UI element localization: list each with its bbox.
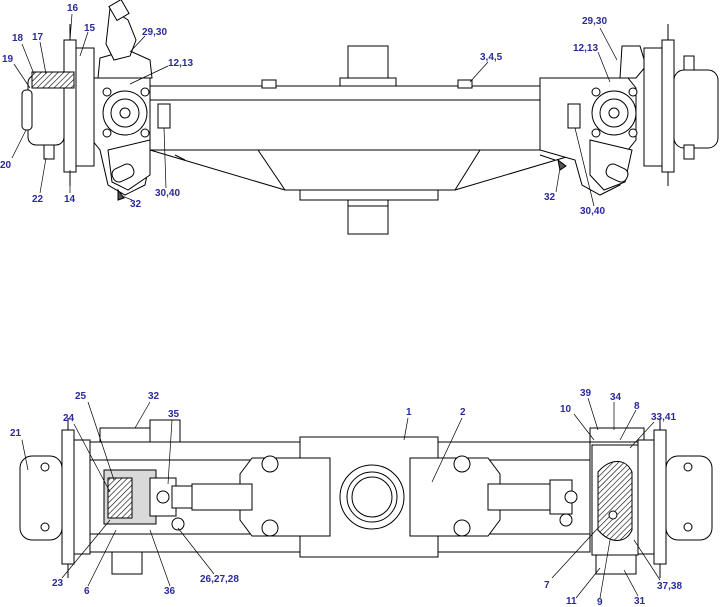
callout-16: 16 <box>67 3 79 14</box>
callout-12-13-left: 12,13 <box>168 58 193 69</box>
callout-21: 21 <box>10 428 22 439</box>
callout-7: 7 <box>544 580 550 591</box>
callout-10: 10 <box>560 404 572 415</box>
callout-32-top-right: 32 <box>544 192 556 203</box>
callout-11: 11 <box>566 596 577 607</box>
callout-24: 24 <box>63 413 75 424</box>
callout-18: 18 <box>12 33 24 44</box>
callout-15: 15 <box>84 23 96 34</box>
callout-35: 35 <box>168 409 180 420</box>
callout-19: 19 <box>2 54 14 65</box>
callout-30-40-right: 30,40 <box>580 206 605 217</box>
callout-39: 39 <box>580 388 592 399</box>
callout-22: 22 <box>32 194 44 205</box>
callout-33-41: 33,41 <box>651 412 676 423</box>
callout-32-bottom: 32 <box>148 391 160 402</box>
callout-31: 31 <box>634 596 646 607</box>
callout-1: 1 <box>406 407 412 418</box>
front-elevation-view <box>21 0 719 235</box>
plan-view <box>19 418 713 578</box>
callout-9: 9 <box>597 597 603 607</box>
callout-17: 17 <box>32 32 44 43</box>
right-knuckle-assembly-front <box>539 24 719 196</box>
callout-32-top-left: 32 <box>130 199 142 210</box>
callout-25: 25 <box>75 391 87 402</box>
callout-30-40-left: 30,40 <box>155 188 180 199</box>
callout-3-4-5: 3,4,5 <box>480 52 503 63</box>
left-knuckle-assembly-front <box>21 0 186 201</box>
left-end-plan <box>19 418 193 578</box>
callout-34: 34 <box>610 392 622 403</box>
leader-lines <box>11 13 661 599</box>
callout-37-38: 37,38 <box>657 581 682 592</box>
callout-labels: 16 18 17 15 19 29,30 12,13 20 22 14 32 3… <box>0 3 682 607</box>
callout-23: 23 <box>52 578 64 589</box>
callout-29-30-right: 29,30 <box>582 16 607 27</box>
callout-12-13-right: 12,13 <box>573 43 598 54</box>
callout-6: 6 <box>84 586 90 597</box>
callout-2: 2 <box>460 407 466 418</box>
callout-14: 14 <box>64 194 76 205</box>
right-end-plan <box>549 418 713 578</box>
callout-29-30-left: 29,30 <box>142 27 167 38</box>
callout-8: 8 <box>634 401 640 412</box>
callout-36: 36 <box>164 586 176 597</box>
callout-20: 20 <box>0 160 12 171</box>
callout-26-27-28: 26,27,28 <box>200 574 239 585</box>
axle-housing-front <box>149 45 591 235</box>
